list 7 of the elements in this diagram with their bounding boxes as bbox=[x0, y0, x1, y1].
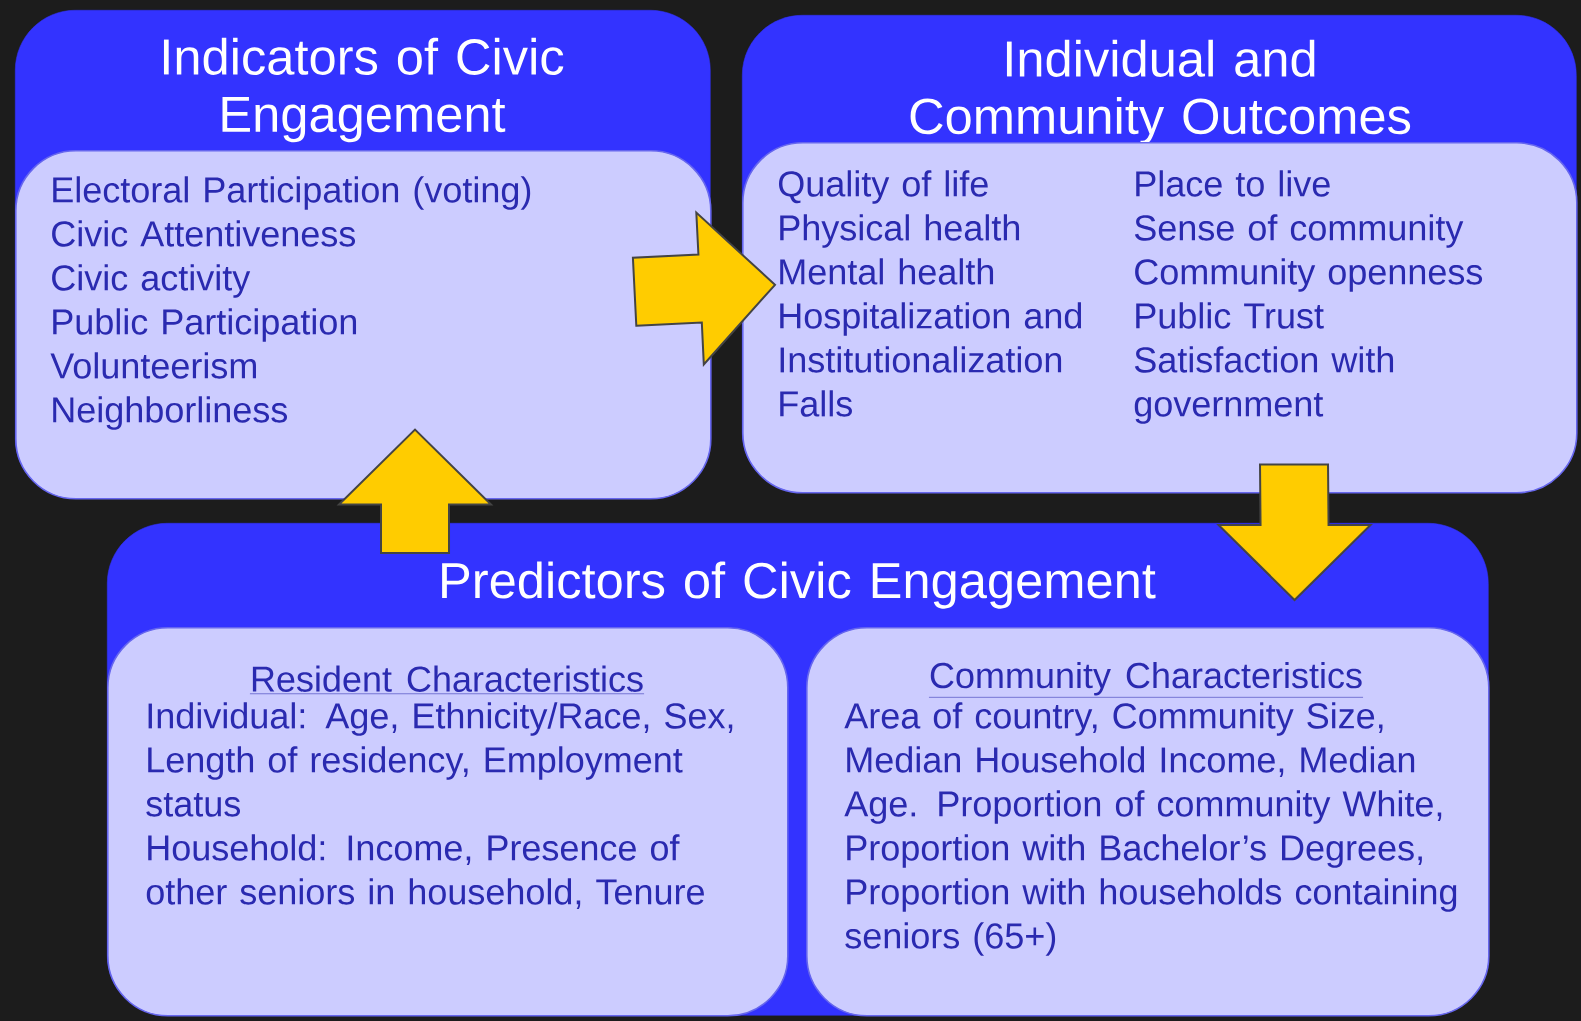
block-arrow bbox=[336, 428, 494, 554]
list-box: Resident Characteristics Individual: Age, Ethnicity/Race, Sex, Length of residency, Employment status Household: Income, Presence of other seniors in household, Tenure bbox=[107, 627, 789, 1017]
list-box: Electoral Participation (voting) Civic Attentiveness Civic activity Public Participation Volunteerism Neighborliness bbox=[15, 150, 712, 500]
block-arrow bbox=[1216, 463, 1373, 602]
list-box: Quality of life Physical health Mental health Hospitalization and Institutionalization Falls Place to live Sense of community Community openness Public Trust Satisfaction with government bbox=[742, 142, 1578, 494]
list-box: Community Characteristics Area of country, Community Size, Median Household Income, Median Age. Proportion of community White, Proportion with Bachelor’s Degrees, Proportion with households containing seniors (65+) bbox=[806, 627, 1490, 1017]
block-arrow bbox=[631, 210, 777, 367]
